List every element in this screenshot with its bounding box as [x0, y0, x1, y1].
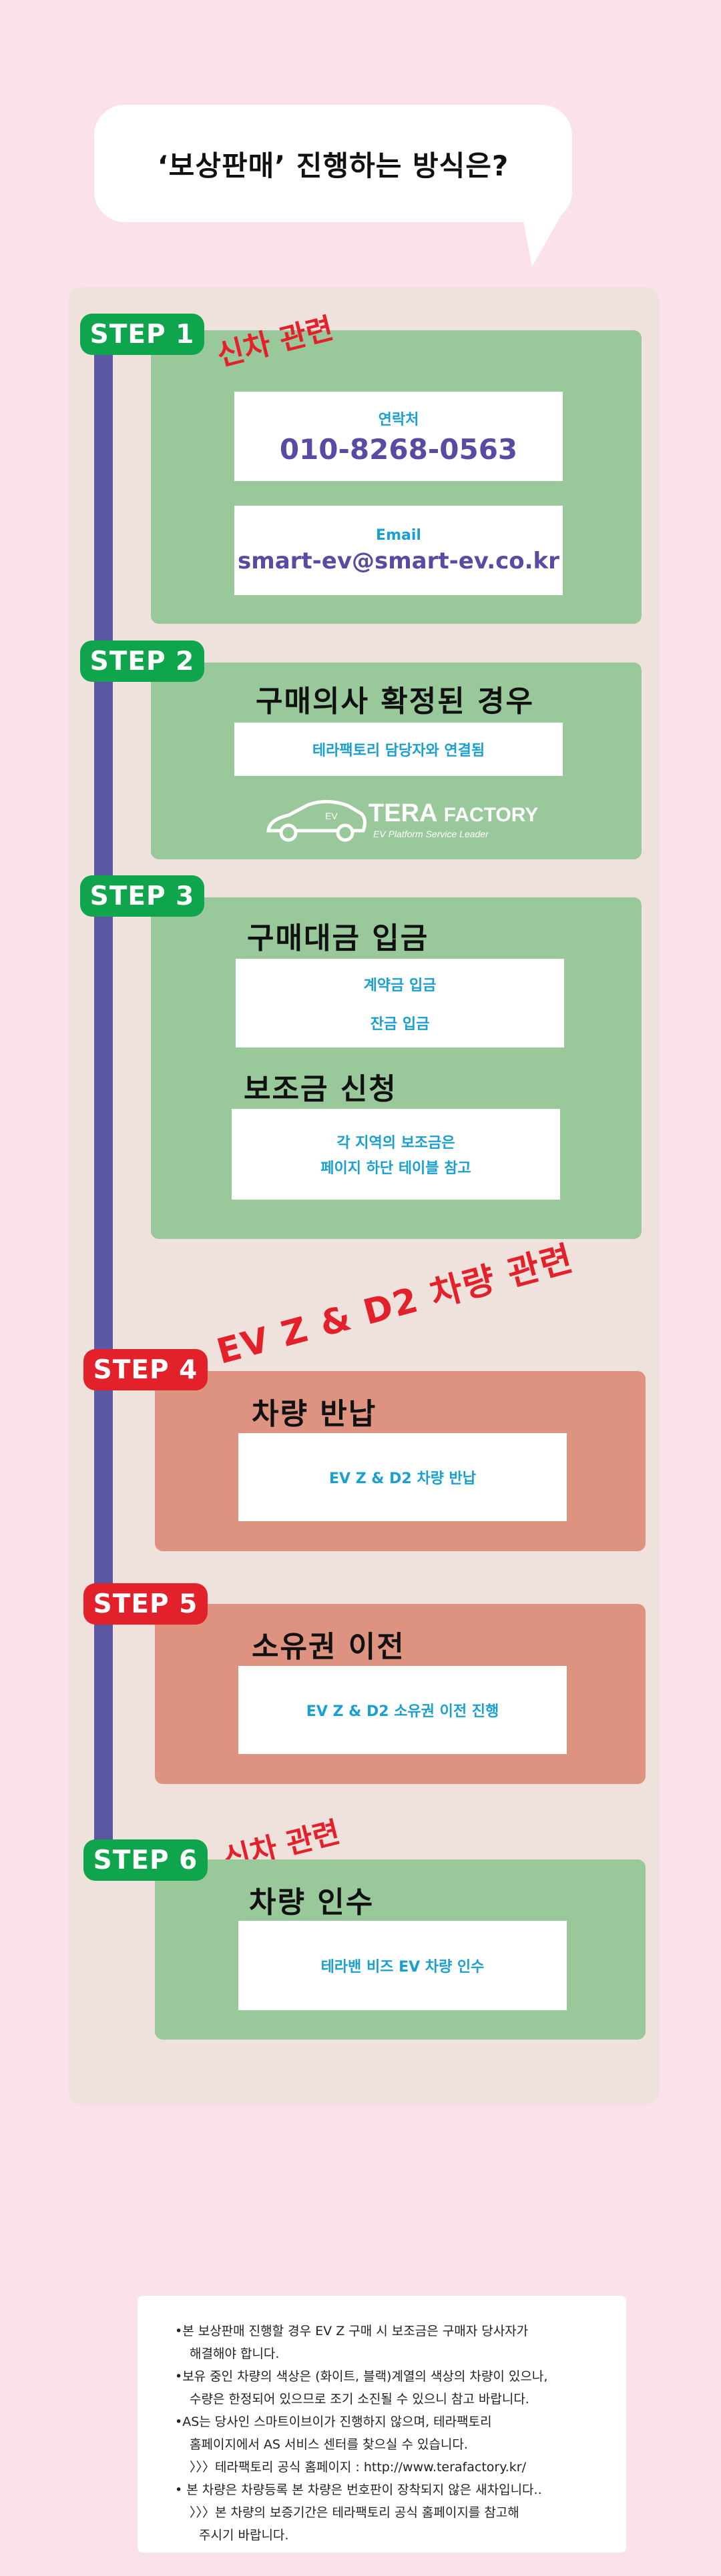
step2-box: 테라팩토리 담당자와 연결됨 [234, 723, 563, 776]
step4-badge: STEP 4 [83, 1349, 208, 1390]
homepage-link[interactable]: 〉〉〉테라팩토리 공식 홈페이지 : http://www.terafactor… [190, 2460, 527, 2475]
step3-badge: STEP 3 [80, 875, 204, 917]
step6-heading: 차량 인수 [249, 1885, 375, 1919]
subsidy-line2: 페이지 하단 테이블 참고 [320, 1160, 471, 1177]
step4-box-text: EV Z & D2 차량 반납 [328, 1470, 477, 1487]
question-text: ‘보상판매’ 진행하는 방식은? [157, 149, 509, 182]
email-box: Email smart-ev@smart-ev.co.kr [234, 506, 563, 595]
step5-badge: STEP 5 [83, 1583, 208, 1625]
step3-heading: 구매대금 입금 [247, 921, 429, 955]
step5-heading: 소유권 이전 [252, 1630, 405, 1664]
notes-box: •본 보상판매 진행할 경우 EV Z 구매 시 보조금은 구매자 당사자가 해… [138, 2296, 626, 2553]
note-line: 수량은 한정되어 있으므로 조기 소진될 수 있으니 참고 바랍니다. [190, 2392, 529, 2407]
note-line: 주시기 바랍니다. [199, 2528, 289, 2543]
step4-box: EV Z & D2 차량 반납 [238, 1433, 567, 1521]
logo-brand: TERA FACTORY [369, 799, 538, 828]
note-line: 홈페이지에서 AS 서비스 센터를 찾으실 수 있습니다. [190, 2437, 468, 2452]
payment-box: 계약금 입금 잔금 입금 [236, 959, 564, 1047]
step5-box-text: EV Z & D2 소유권 이전 진행 [306, 1703, 499, 1720]
contact-phone[interactable]: 010-8268-0563 [279, 432, 518, 466]
question-bubble: ‘보상판매’ 진행하는 방식은? [94, 105, 572, 222]
note-line: •AS는 당사인 스마트이브이가 진행하지 않으며, 테라팩토리 [175, 2415, 492, 2429]
step6-box-text: 테라밴 비즈 EV 차량 인수 [320, 1959, 485, 1976]
subsidy-box: 각 지역의 보조금은 페이지 하단 테이블 참고 [232, 1109, 560, 1200]
logo-ev: EV [325, 811, 338, 821]
email-label: Email [376, 526, 421, 544]
note-line: • 본 차량은 차량등록 본 차량은 번호판이 장착되지 않은 새차입니다.. [175, 2483, 542, 2497]
step1-badge: STEP 1 [80, 314, 204, 355]
note-line: 해결해야 합니다. [190, 2346, 280, 2361]
car-outline-icon: EV [266, 800, 367, 842]
email-address[interactable]: smart-ev@smart-ev.co.kr [238, 547, 559, 574]
tera-factory-logo: EV TERA FACTORY EV Platform Service Lead… [262, 794, 538, 847]
step2-box-text: 테라팩토리 담당자와 연결됨 [312, 743, 485, 759]
step2-heading: 구매의사 확정된 경우 [256, 685, 534, 719]
step6-box: 테라밴 비즈 EV 차량 인수 [238, 1921, 567, 2010]
subsidy-line1: 각 지역의 보조금은 [336, 1135, 455, 1152]
note-line: 〉〉〉본 차량의 보증기간은 테라팩토리 공식 홈페이지를 참고해 [190, 2505, 519, 2520]
step6-badge: STEP 6 [83, 1839, 208, 1881]
contact-label: 연락처 [378, 411, 419, 428]
timeline-bar [94, 334, 113, 1865]
step4-heading: 차량 반납 [252, 1397, 377, 1431]
note-line: •보유 중인 차량의 색상은 (화이트, 블랙)계열의 색상의 차량이 있으나, [175, 2369, 548, 2384]
step2-badge: STEP 2 [80, 640, 204, 682]
note-line: •본 보상판매 진행할 경우 EV Z 구매 시 보조금은 구매자 당사자가 [175, 2324, 529, 2338]
balance-text: 잔금 입금 [370, 1015, 430, 1033]
logo-brand-factory: FACTORY [443, 804, 539, 826]
step5-box: EV Z & D2 소유권 이전 진행 [238, 1666, 567, 1754]
deposit-text: 계약금 입금 [363, 977, 437, 994]
contact-box: 연락처 010-8268-0563 [234, 392, 563, 481]
subsidy-heading: 보조금 신청 [244, 1072, 397, 1106]
logo-tagline: EV Platform Service Leader [373, 829, 489, 839]
logo-brand-main: TERA [369, 799, 437, 827]
